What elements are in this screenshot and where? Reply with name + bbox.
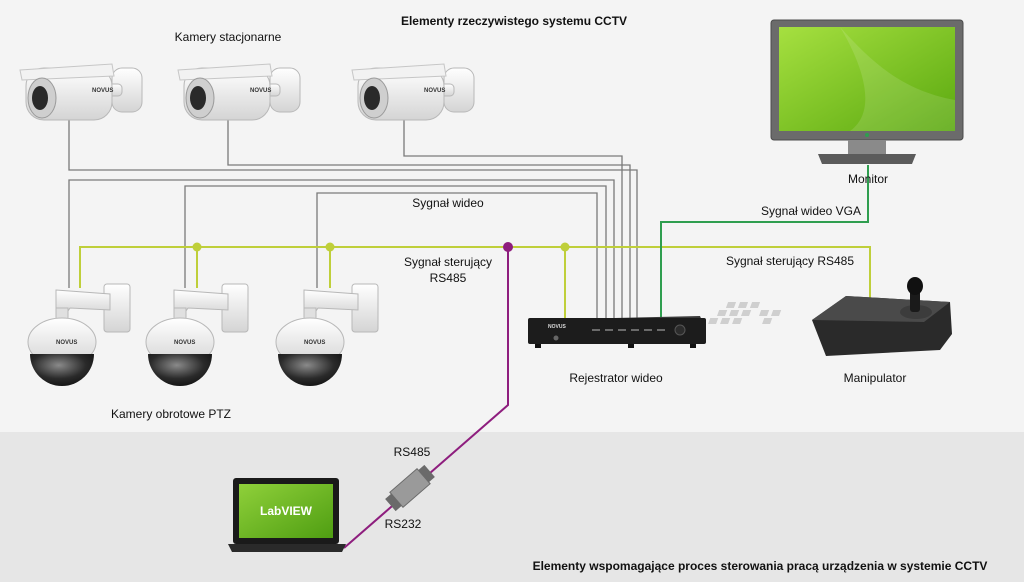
control-signal-rs485-label: Sygnał sterujący RS485 (726, 254, 854, 268)
ptz-keyboard (708, 277, 952, 356)
top-title: Elementy rzeczywistego systemu CCTV (401, 14, 627, 28)
serial-junction (503, 242, 513, 252)
fixed-camera-2: NOVUS (177, 63, 301, 121)
rs485-label: RS485 (394, 445, 431, 459)
vga-cable (660, 165, 869, 318)
control-bus-junctions (192, 242, 570, 252)
camera-brand: NOVUS (304, 340, 325, 346)
video-recorder: NOVUS (528, 316, 706, 348)
vga-signal-label: Sygnał wideo VGA (761, 204, 861, 218)
recorder-brand: NOVUS (548, 324, 566, 330)
video-cables (68, 118, 638, 318)
ptz-camera-3: NOVUS (275, 283, 379, 386)
labview-label: LabVIEW (260, 504, 313, 518)
monitor-label: Monitor (848, 172, 888, 186)
camera-brand: NOVUS (56, 340, 77, 346)
monitor-screen (779, 27, 955, 131)
auxiliary-area-band (0, 432, 1024, 582)
video-signal-label: Sygnał wideo (412, 196, 484, 210)
ptz-cameras-label: Kamery obrotowe PTZ (111, 407, 231, 421)
recorder-label: Rejestrator wideo (569, 371, 663, 385)
fixed-cameras-label: Kamery stacjonarne (175, 30, 282, 44)
fixed-camera-3: NOVUS (351, 63, 475, 121)
laptop-screen (239, 484, 333, 538)
rs485-rs232-converter (385, 464, 435, 512)
camera-brand: NOVUS (92, 88, 113, 94)
monitor (770, 19, 964, 164)
control-bus-rs485 (79, 246, 871, 318)
camera-brand: NOVUS (174, 340, 195, 346)
ptz-camera-2: NOVUS (145, 283, 249, 386)
rs232-label: RS232 (385, 517, 422, 531)
control-signal-label-line1: Sygnał sterujący (404, 255, 492, 269)
camera-brand: NOVUS (250, 88, 271, 94)
bottom-title: Elementy wspomagające proces sterowania … (533, 559, 988, 573)
ptz-camera-1: NOVUS (27, 283, 131, 386)
laptop: LabVIEW (228, 478, 346, 552)
control-signal-label-line2: RS485 (430, 271, 467, 285)
keyboard-label: Manipulator (844, 371, 907, 385)
fixed-camera-1: NOVUS (19, 63, 143, 121)
camera-brand: NOVUS (424, 88, 445, 94)
